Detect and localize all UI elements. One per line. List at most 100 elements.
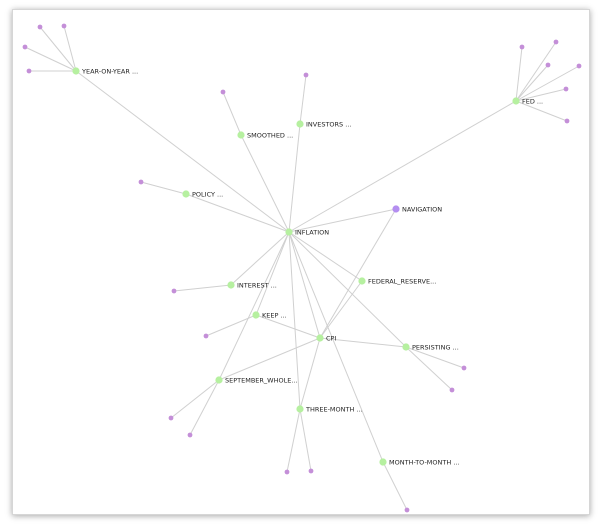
leaf-node-dot[interactable] bbox=[220, 89, 226, 95]
leaf-node-dot[interactable] bbox=[449, 387, 455, 393]
leaf-node-dot[interactable] bbox=[545, 62, 551, 68]
graph-node-interest[interactable]: INTEREST ... bbox=[227, 281, 277, 289]
node-dot[interactable] bbox=[72, 67, 80, 75]
edge-inflation-policy bbox=[185, 193, 290, 233]
edge-inflation-federal bbox=[288, 231, 363, 282]
leaf-node-dot[interactable] bbox=[168, 415, 174, 421]
leaf-node-dot[interactable] bbox=[553, 39, 559, 45]
node-dot[interactable] bbox=[512, 97, 520, 105]
graph-node-l14[interactable] bbox=[171, 288, 177, 294]
edge-cpi-keep bbox=[255, 314, 321, 339]
edge-inflation-cpi bbox=[288, 231, 321, 339]
edge-inflation-smoothed bbox=[240, 134, 290, 233]
graph-node-l20[interactable] bbox=[284, 469, 290, 475]
graph-node-l13[interactable] bbox=[138, 179, 144, 185]
graph-node-l8[interactable] bbox=[576, 63, 582, 69]
graph-node-l5[interactable] bbox=[519, 44, 525, 50]
graph-node-investors[interactable]: INVESTORS ... bbox=[296, 120, 351, 128]
edge-fed-l10 bbox=[515, 100, 568, 122]
graph-node-cpi[interactable]: CPI bbox=[316, 334, 336, 342]
graph-node-monthtomonth[interactable]: MONTH-TO-MONTH ... bbox=[379, 458, 460, 466]
node-dot[interactable] bbox=[316, 334, 324, 342]
leaf-node-dot[interactable] bbox=[404, 507, 410, 513]
node-dot[interactable] bbox=[215, 376, 223, 384]
leaf-node-dot[interactable] bbox=[519, 44, 525, 50]
leaf-node-dot[interactable] bbox=[203, 333, 209, 339]
edge-fed-l6 bbox=[515, 41, 557, 102]
graph-node-l6[interactable] bbox=[553, 39, 559, 45]
edge-fed-l9 bbox=[515, 88, 567, 102]
graph-node-persisting[interactable]: PERSISTING ... bbox=[402, 343, 459, 351]
edge-threemonth-l21 bbox=[299, 408, 312, 472]
edge-monthtomonth-l22 bbox=[382, 461, 408, 511]
edges-layer bbox=[24, 25, 580, 511]
leaf-node-dot[interactable] bbox=[171, 288, 177, 294]
leaf-node-dot[interactable] bbox=[37, 24, 43, 30]
graph-node-smoothed[interactable]: SMOOTHED ... bbox=[237, 131, 293, 139]
edge-cpi-september bbox=[218, 337, 321, 381]
leaf-node-dot[interactable] bbox=[303, 72, 309, 78]
node-dot[interactable] bbox=[402, 343, 410, 351]
graph-node-l15[interactable] bbox=[203, 333, 209, 339]
graph-node-l4[interactable] bbox=[26, 68, 32, 74]
node-dot[interactable] bbox=[379, 458, 387, 466]
leaf-node-dot[interactable] bbox=[576, 63, 582, 69]
graph-node-l1[interactable] bbox=[37, 24, 43, 30]
leaf-node-dot[interactable] bbox=[187, 432, 193, 438]
graph-node-l21[interactable] bbox=[308, 468, 314, 474]
edge-year-l2 bbox=[63, 25, 77, 72]
leaf-node-dot[interactable] bbox=[61, 23, 67, 29]
leaf-node-dot[interactable] bbox=[308, 468, 314, 474]
graph-node-l19[interactable] bbox=[187, 432, 193, 438]
node-dot[interactable] bbox=[237, 131, 245, 139]
graph-node-l11[interactable] bbox=[303, 72, 309, 78]
graph-node-policy[interactable]: POLICY ... bbox=[182, 190, 223, 198]
graph-node-l16[interactable] bbox=[461, 365, 467, 371]
graph-node-l22[interactable] bbox=[404, 507, 410, 513]
knowledge-graph[interactable]: YEAR-ON-YEAR ... FED ... INVESTORS ...SMOO… bbox=[13, 10, 589, 514]
node-dot[interactable] bbox=[285, 228, 293, 236]
node-dot[interactable] bbox=[296, 120, 304, 128]
leaf-node-dot[interactable] bbox=[284, 469, 290, 475]
edge-interest-l14 bbox=[173, 284, 232, 292]
edge-smoothed-l12 bbox=[222, 91, 242, 136]
graph-node-l7[interactable] bbox=[545, 62, 551, 68]
graph-node-l12[interactable] bbox=[220, 89, 226, 95]
graph-node-federal[interactable]: FEDERAL_RESERVE... bbox=[358, 277, 436, 285]
node-dot[interactable] bbox=[296, 405, 304, 413]
edge-fed-l5 bbox=[515, 46, 523, 102]
node-dot[interactable] bbox=[392, 205, 400, 213]
edge-investors-l11 bbox=[299, 74, 307, 125]
graph-node-fed[interactable]: FED ... bbox=[512, 97, 543, 105]
graph-canvas[interactable]: YEAR-ON-YEAR ... FED ... INVESTORS ...SMOO… bbox=[12, 9, 590, 515]
graph-node-keep[interactable]: KEEP ... bbox=[252, 311, 287, 319]
graph-node-l18[interactable] bbox=[168, 415, 174, 421]
graph-node-navigation[interactable]: NAVIGATION bbox=[392, 205, 442, 213]
edge-year-l3 bbox=[24, 46, 77, 72]
graph-node-l2[interactable] bbox=[61, 23, 67, 29]
graph-node-l10[interactable] bbox=[564, 118, 570, 124]
node-dot[interactable] bbox=[358, 277, 366, 285]
graph-node-l3[interactable] bbox=[22, 44, 28, 50]
leaf-node-dot[interactable] bbox=[564, 118, 570, 124]
leaf-node-dot[interactable] bbox=[22, 44, 28, 50]
graph-node-september[interactable]: SEPTEMBER_WHOLE... bbox=[215, 376, 298, 384]
leaf-node-dot[interactable] bbox=[563, 86, 569, 92]
node-dot[interactable] bbox=[252, 311, 260, 319]
graph-node-year[interactable]: YEAR-ON-YEAR ... bbox=[72, 67, 138, 75]
edge-fed-l7 bbox=[515, 64, 549, 102]
leaf-node-dot[interactable] bbox=[26, 68, 32, 74]
node-label: FED ... bbox=[522, 97, 543, 105]
node-dot[interactable] bbox=[182, 190, 190, 198]
node-dot[interactable] bbox=[227, 281, 235, 289]
graph-node-l9[interactable] bbox=[563, 86, 569, 92]
edge-cpi-persisting bbox=[319, 337, 407, 348]
graph-node-threemonth[interactable]: THREE-MONTH ... bbox=[296, 405, 363, 413]
graph-node-l17[interactable] bbox=[449, 387, 455, 393]
leaf-node-dot[interactable] bbox=[138, 179, 144, 185]
node-label: POLICY ... bbox=[192, 190, 223, 198]
graph-node-inflation[interactable]: INFLATION bbox=[285, 228, 329, 236]
node-label: MONTH-TO-MONTH ... bbox=[389, 458, 460, 466]
edge-september-l18 bbox=[170, 379, 220, 419]
leaf-node-dot[interactable] bbox=[461, 365, 467, 371]
